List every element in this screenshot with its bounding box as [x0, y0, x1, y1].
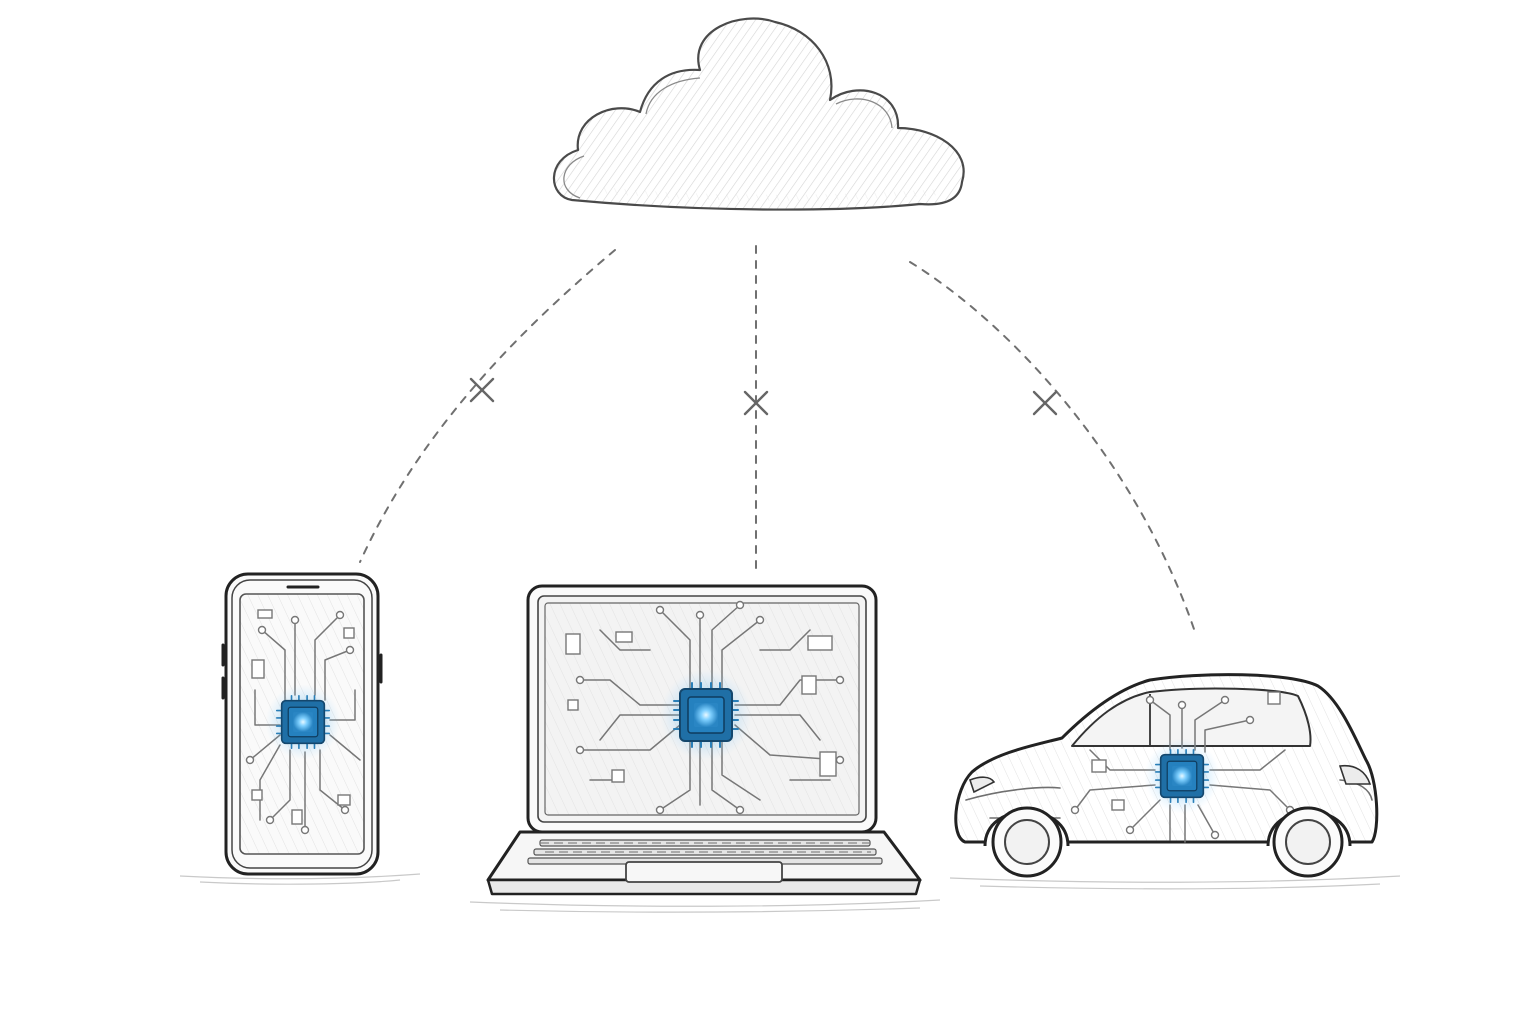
- disconnected-markers: [469, 377, 1058, 416]
- link-cloud-car: [909, 261, 1196, 633]
- link-cloud-phone: [359, 249, 616, 563]
- circuit-traces: [1070, 691, 1295, 843]
- cloud-icon: [552, 17, 965, 211]
- x-icon: [469, 377, 495, 403]
- processor-chip-icon: [1143, 737, 1221, 815]
- car-icon: [949, 673, 1401, 890]
- trackpad: [625, 861, 783, 883]
- wheel-rear: [1266, 806, 1352, 878]
- laptop-icon: [469, 584, 941, 913]
- smartphone-icon: [179, 572, 421, 885]
- processor-chip-icon: [264, 683, 342, 761]
- processor-chip-icon: [659, 668, 753, 762]
- x-icon: [1032, 390, 1058, 416]
- wheel-front: [983, 806, 1070, 878]
- circuit-traces: [245, 609, 361, 835]
- connection-lines: [359, 245, 1196, 633]
- circuit-traces: [565, 600, 845, 815]
- x-icon: [743, 390, 769, 416]
- keyboard: [527, 839, 883, 865]
